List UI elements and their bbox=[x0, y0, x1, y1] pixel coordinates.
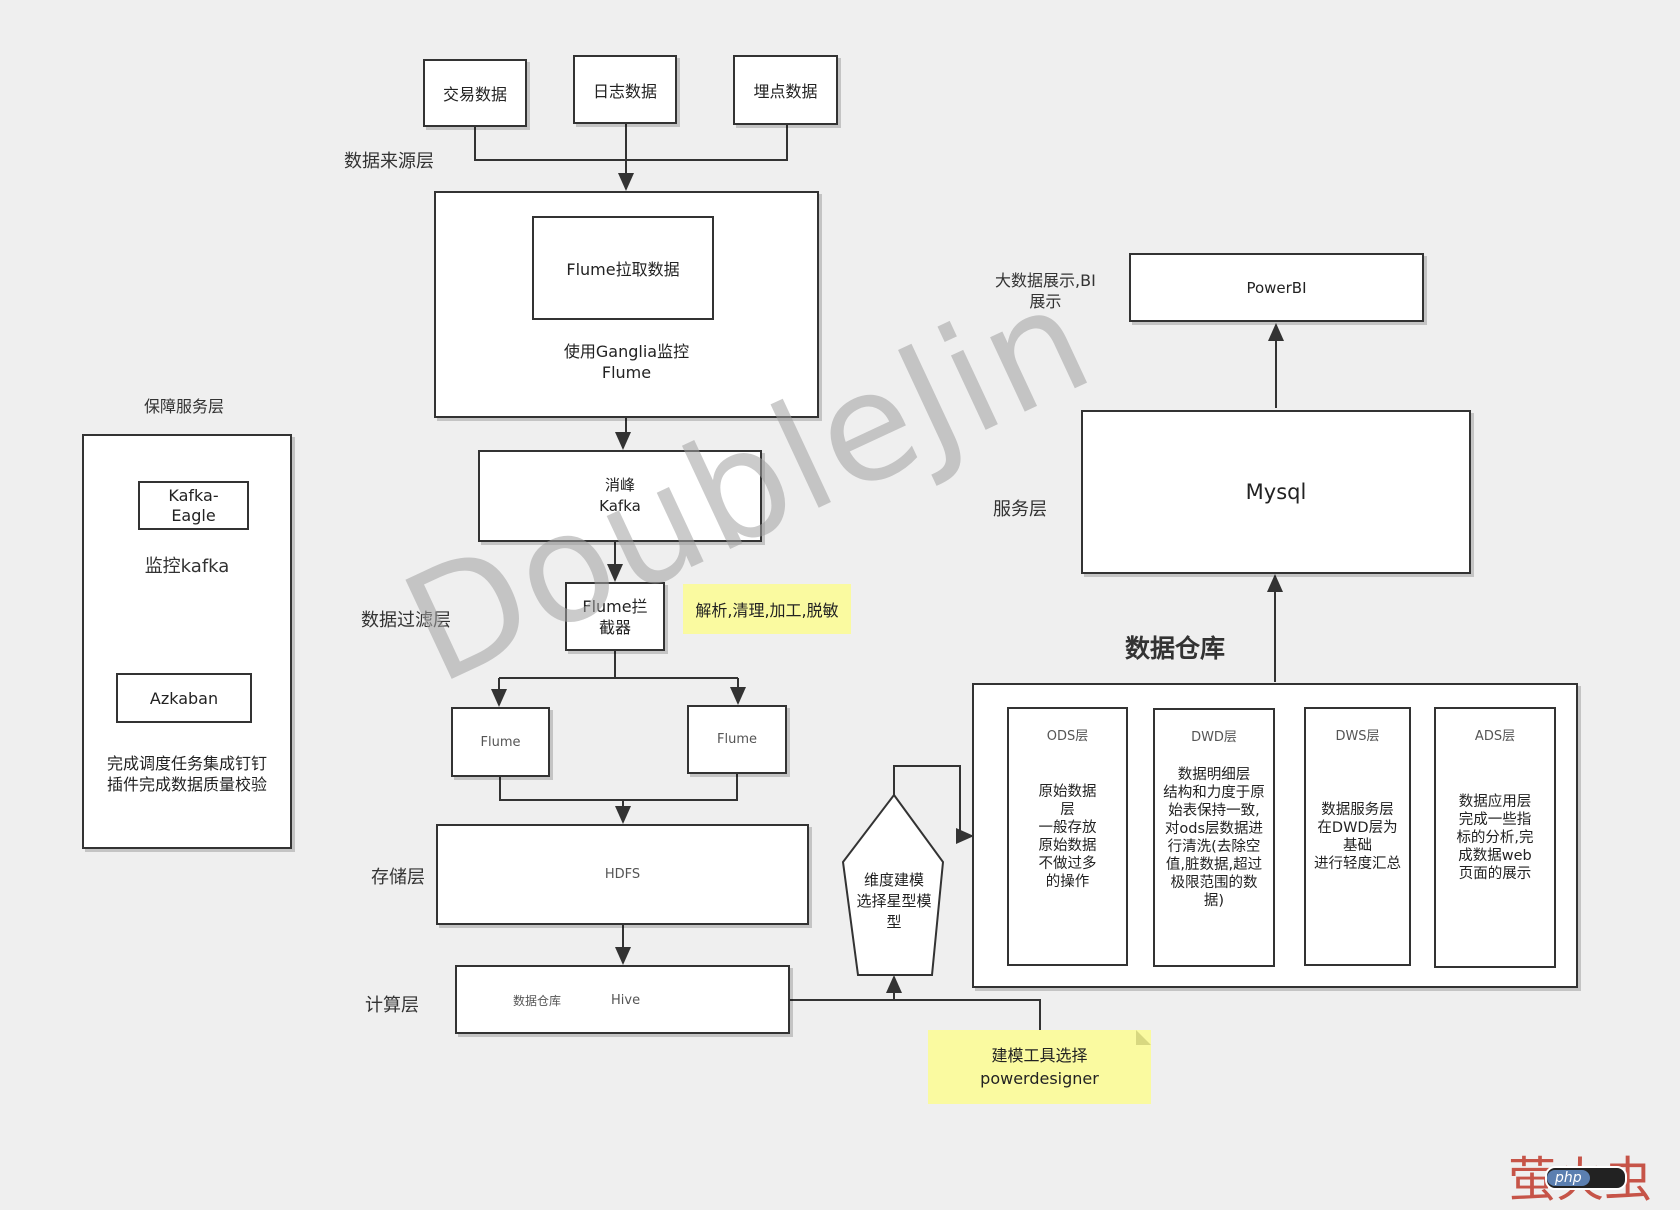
dws-layer-desc: 数据服务层 在DWD层为 基础 进行轻度汇总 bbox=[1314, 801, 1401, 872]
modeling-tool-note: 建模工具选择 powerdesigner bbox=[928, 1030, 1151, 1104]
flume-right-box[interactable]: Flume bbox=[687, 705, 787, 774]
flume-interceptor-box[interactable]: Flume拦 截器 bbox=[565, 582, 665, 651]
azkaban-label: Azkaban bbox=[149, 688, 219, 708]
warehouse-title: 数据仓库 bbox=[1125, 634, 1226, 663]
ads-layer-box[interactable]: ADS层 数据应用层 完成一些指 标的分析,完 成数据web 页面的展示 bbox=[1434, 707, 1556, 968]
ods-layer-name: ODS层 bbox=[1046, 729, 1089, 744]
dwd-layer-box[interactable]: DWD层 数据明细层 结构和力度于原 始表保持一致, 对ods层数据进 行清洗(… bbox=[1153, 708, 1275, 967]
powerbi-box[interactable]: PowerBI bbox=[1129, 253, 1424, 322]
ods-layer-box[interactable]: ODS层 原始数据 层 一般存放 原始数据 不做过多 的操作 bbox=[1007, 707, 1128, 966]
scheduling-label: 完成调度任务集成钉钉 插件完成数据质量校验 bbox=[106, 754, 267, 794]
kafka-eagle-label: Kafka- Eagle bbox=[168, 485, 219, 525]
dws-layer-box[interactable]: DWS层 数据服务层 在DWD层为 基础 进行轻度汇总 bbox=[1304, 707, 1411, 966]
guarantee-container[interactable]: Kafka- Eagle 监控kafka Azkaban 完成调度任务集成钉钉 … bbox=[82, 434, 292, 849]
storage-layer-label: 存储层 bbox=[371, 867, 425, 888]
dws-layer-name: DWS层 bbox=[1335, 729, 1380, 744]
guarantee-layer-title: 保障服务层 bbox=[144, 397, 225, 416]
display-layer-label: 大数据展示,BI 展示 bbox=[995, 271, 1096, 311]
ads-layer-desc: 数据应用层 完成一些指 标的分析,完 成数据web 页面的展示 bbox=[1456, 793, 1534, 882]
flume-interceptor-label: Flume拦 截器 bbox=[582, 596, 648, 637]
source-trade-label: 交易数据 bbox=[442, 85, 507, 104]
azkaban-box[interactable]: Azkaban bbox=[116, 673, 252, 723]
hdfs-label: HDFS bbox=[604, 867, 641, 882]
source-layer-label: 数据来源层 bbox=[344, 151, 434, 172]
ods-layer-desc: 原始数据 层 一般存放 原始数据 不做过多 的操作 bbox=[1038, 783, 1097, 890]
dwd-layer-name: DWD层 bbox=[1191, 730, 1237, 745]
hive-box[interactable]: 数据仓库 Hive bbox=[455, 965, 790, 1034]
flume-left-box[interactable]: Flume bbox=[451, 707, 550, 777]
ads-layer-name: ADS层 bbox=[1474, 729, 1516, 744]
warehouse-container[interactable]: ODS层 原始数据 层 一般存放 原始数据 不做过多 的操作 DWD层 数据明细… bbox=[972, 683, 1578, 988]
filter-note: 解析,清理,加工,脱敏 bbox=[683, 584, 851, 634]
brand-php-text: php bbox=[1547, 1170, 1590, 1186]
source-log-label: 日志数据 bbox=[592, 81, 657, 101]
powerbi-label: PowerBI bbox=[1246, 278, 1307, 297]
service-layer-label: 服务层 bbox=[993, 499, 1047, 520]
filter-note-text: 解析,清理,加工,脱敏 bbox=[695, 601, 839, 620]
hive-label: Hive bbox=[611, 993, 641, 1008]
note-fold-corner bbox=[1136, 1030, 1151, 1045]
compute-warehouse-label: 数据仓库 bbox=[513, 994, 562, 1008]
source-trade-box[interactable]: 交易数据 bbox=[423, 59, 527, 127]
flume-left-label: Flume bbox=[480, 734, 521, 750]
compute-layer-label: 计算层 bbox=[365, 995, 419, 1016]
kafka-box[interactable]: 消峰 Kafka bbox=[478, 450, 762, 542]
source-tracking-label: 埋点数据 bbox=[753, 82, 818, 101]
modeling-pentagon-shape bbox=[841, 793, 945, 976]
dwd-layer-desc: 数据明细层 结构和力度于原 始表保持一致, 对ods层数据进 行清洗(去除空 值… bbox=[1163, 766, 1265, 909]
brand-php-badge: php bbox=[1545, 1166, 1627, 1190]
mysql-box[interactable]: Mysql bbox=[1081, 410, 1471, 574]
monitor-kafka-label: 监控kafka bbox=[144, 556, 230, 577]
ganglia-monitor-label: 使用Ganglia监控 Flume bbox=[563, 342, 690, 382]
kafka-eagle-box[interactable]: Kafka- Eagle bbox=[138, 481, 249, 530]
flume-pull-label: Flume拉取数据 bbox=[566, 260, 680, 279]
source-tracking-box[interactable]: 埋点数据 bbox=[733, 55, 838, 125]
mysql-label: Mysql bbox=[1245, 480, 1307, 504]
filter-layer-label: 数据过滤层 bbox=[361, 610, 451, 631]
flume-pull-box[interactable]: Flume拉取数据 bbox=[532, 216, 714, 320]
hdfs-box[interactable]: HDFS bbox=[436, 824, 809, 925]
source-log-box[interactable]: 日志数据 bbox=[573, 55, 677, 124]
flume-right-label: Flume bbox=[717, 732, 757, 747]
modeling-tool-text: 建模工具选择 powerdesigner bbox=[980, 1046, 1099, 1088]
ingest-container[interactable]: Flume拉取数据 使用Ganglia监控 Flume bbox=[434, 191, 819, 418]
kafka-label: 消峰 Kafka bbox=[599, 476, 641, 515]
modeling-pentagon-label: 维度建模 选择星型模 型 bbox=[856, 871, 932, 931]
